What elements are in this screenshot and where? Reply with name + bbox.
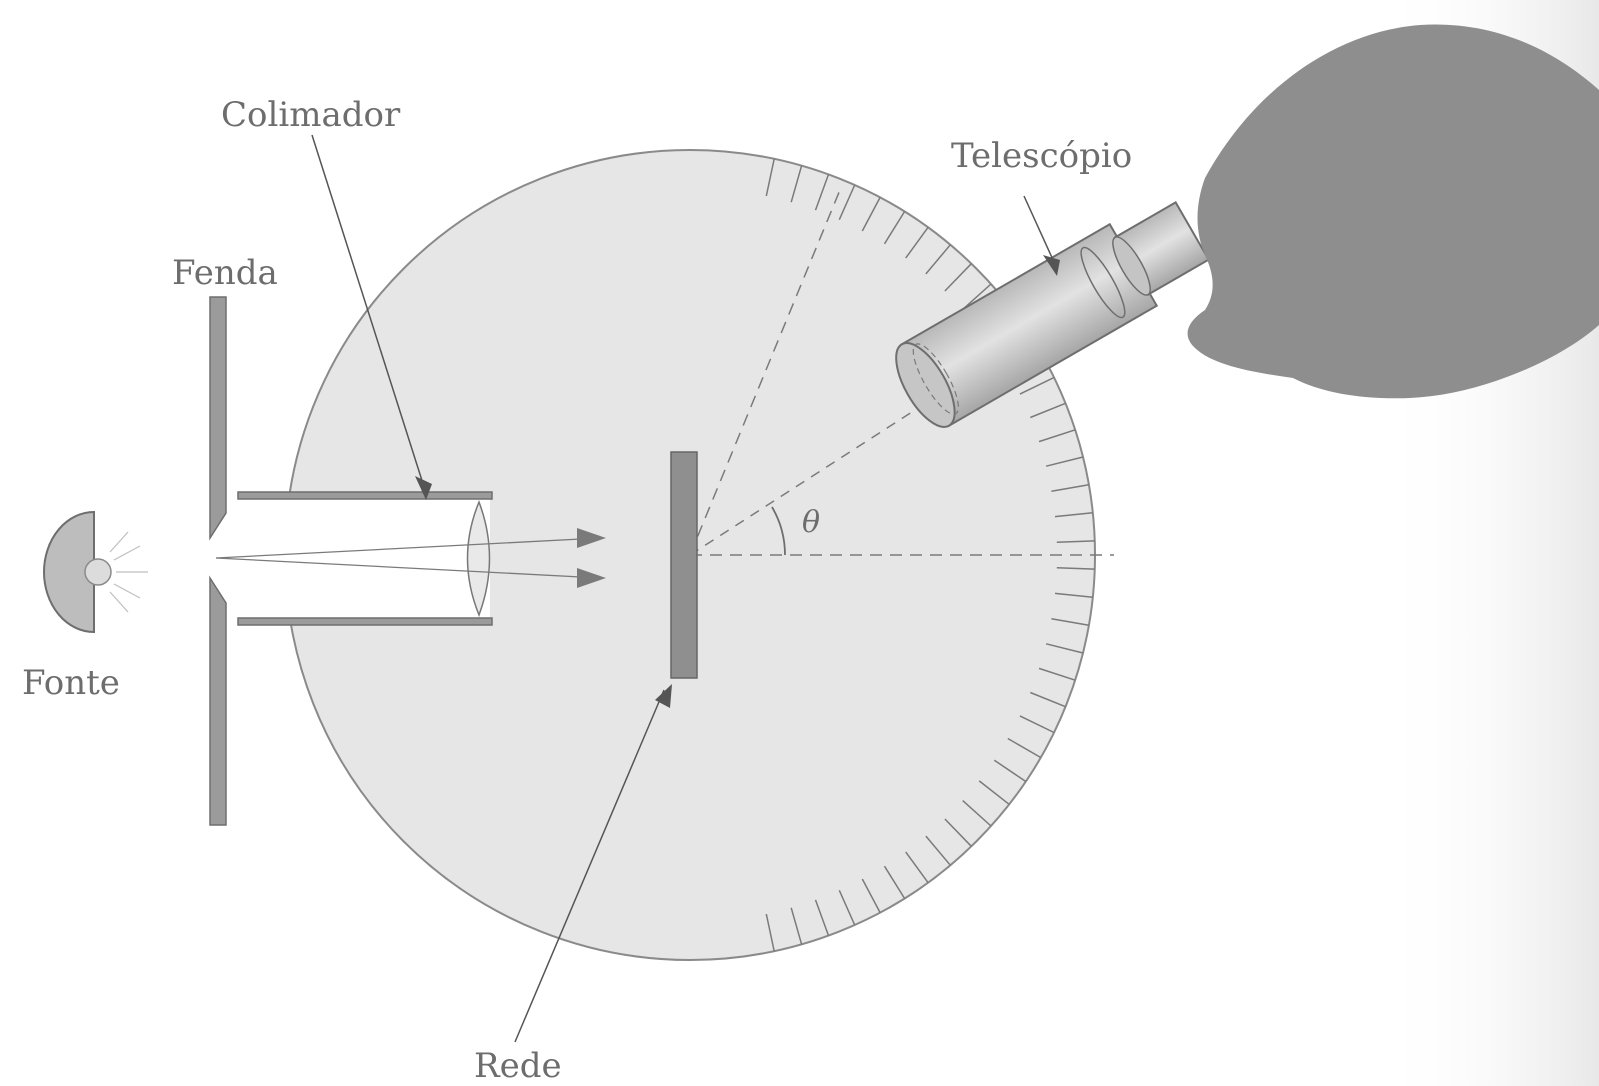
diffraction-grating (671, 452, 697, 678)
source-label: Fonte (22, 663, 120, 703)
slit-upper-plate (210, 297, 226, 538)
telescope-label: Telescópio (951, 136, 1132, 176)
collimator-channel (228, 495, 490, 623)
light-bulb (85, 559, 111, 585)
collimator-lower-wall (238, 618, 492, 625)
slit-label: Fenda (172, 253, 278, 293)
telescope-pointer (1024, 196, 1054, 262)
slit-lower-plate (210, 578, 226, 825)
grating-label: Rede (474, 1046, 562, 1086)
light-glow (110, 532, 148, 612)
collimator-upper-wall (238, 492, 492, 499)
collimator-label: Colimador (221, 95, 401, 135)
angle-label: θ (802, 505, 820, 540)
observer-head (1188, 25, 1599, 399)
